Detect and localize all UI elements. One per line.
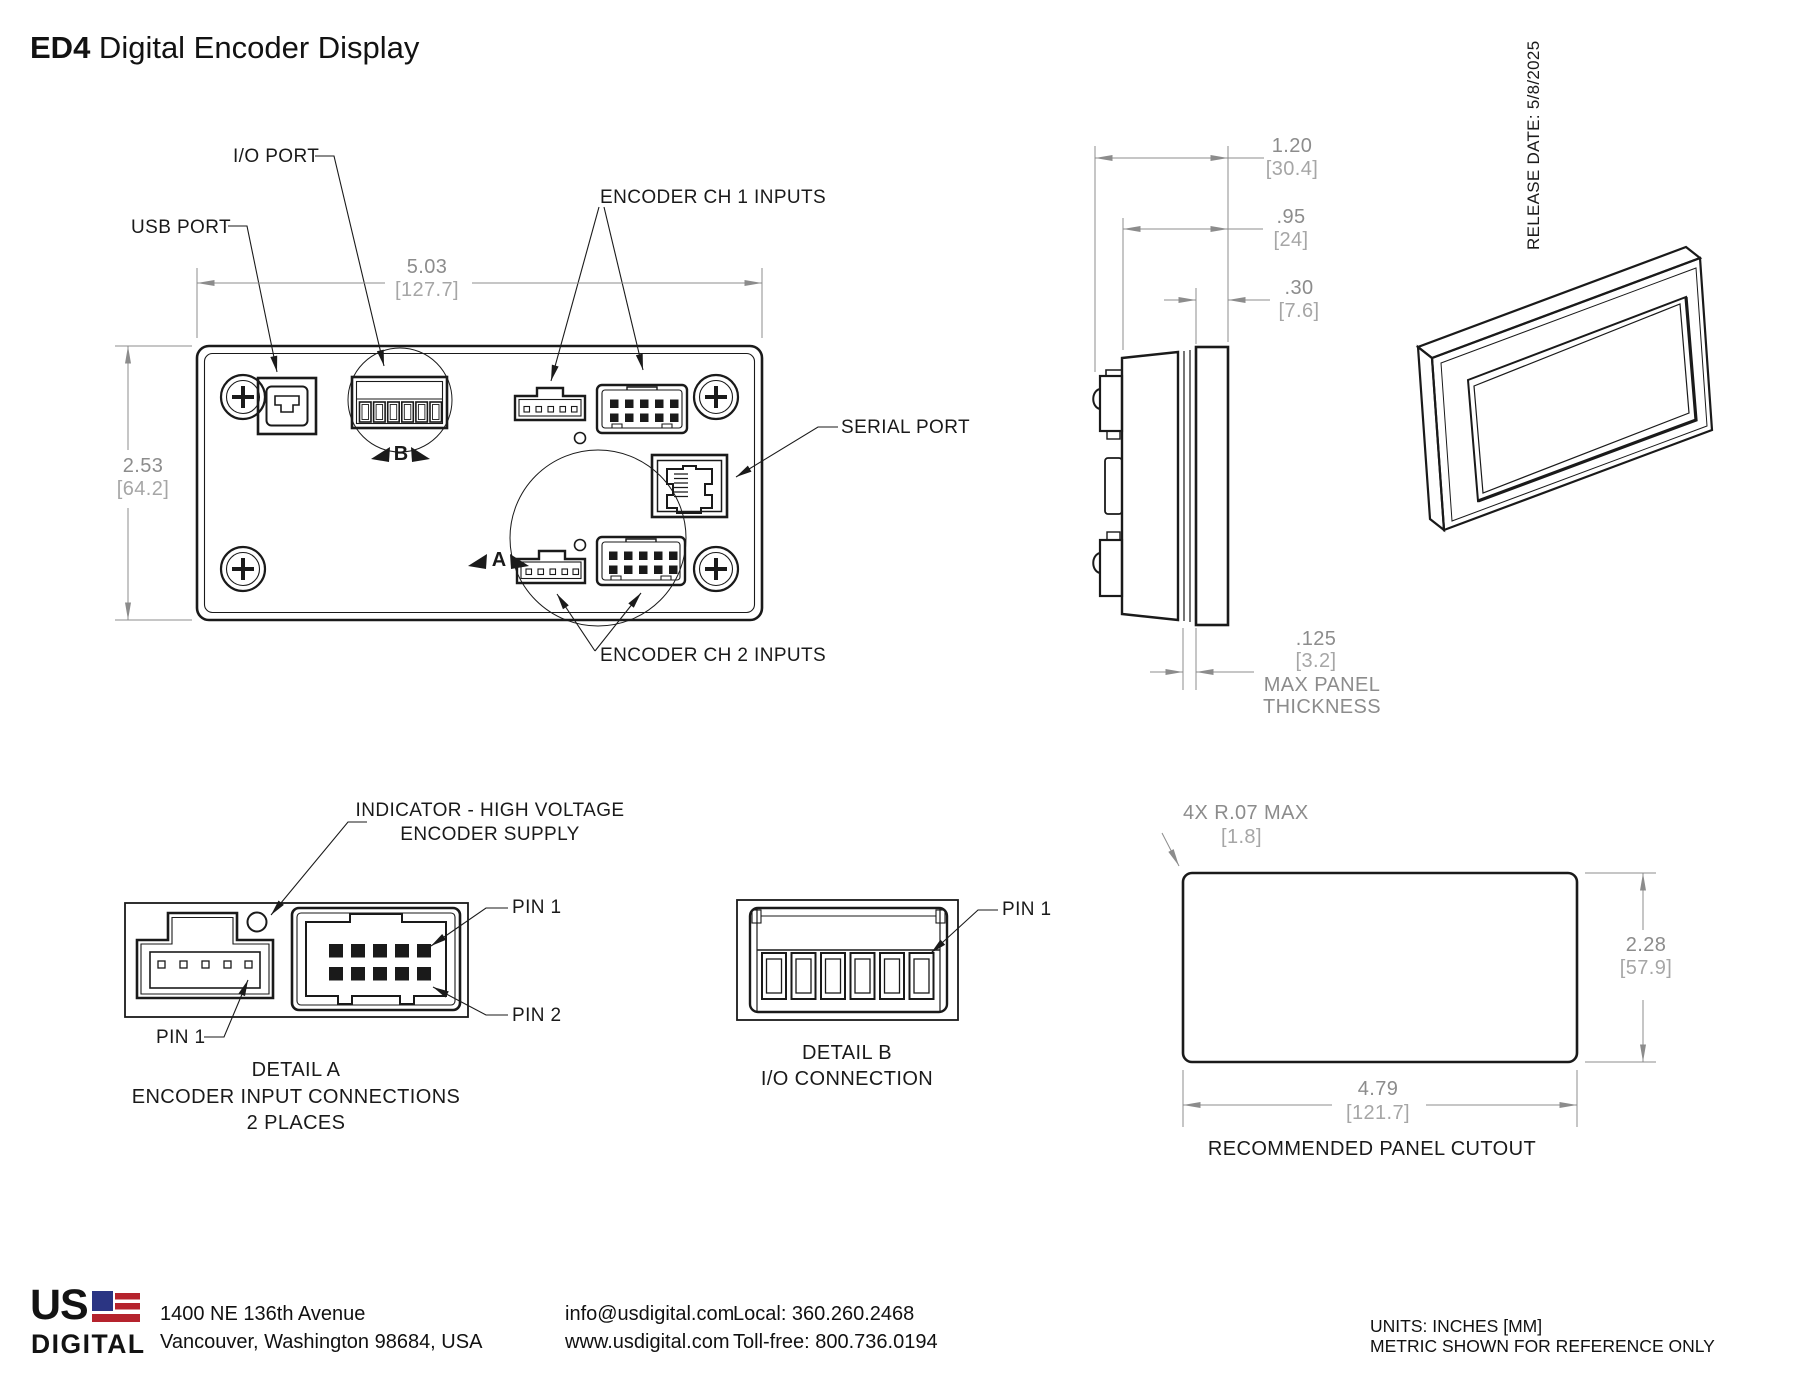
detail-b-marker: B xyxy=(393,443,409,465)
cutout-radius-label: 4X R.07 MAX xyxy=(1183,802,1309,824)
detail-b-caption-1: DETAIL B xyxy=(802,1042,892,1064)
front-width-inches: 5.03 xyxy=(406,256,448,278)
detail-a-drawing xyxy=(124,902,469,1018)
encoder-ch1-5pin-drawing xyxy=(513,386,587,422)
panel-thickness-mm: [3.2] xyxy=(1295,650,1337,672)
hv-indicator-drawing xyxy=(246,911,268,933)
footer-email: info@usdigital.com xyxy=(565,1303,735,1325)
panel-thickness-note-2: THICKNESS xyxy=(1262,696,1382,718)
detail-b-drawing xyxy=(736,899,959,1021)
footer-units-2: METRIC SHOWN FOR REFERENCE ONLY xyxy=(1370,1336,1715,1356)
side-bezel-inches: .30 xyxy=(1284,277,1314,299)
pin2-header-label: PIN 2 xyxy=(512,1005,562,1026)
encoder-ch2-5pin-drawing xyxy=(515,549,587,585)
footer-phone-tollfree: Toll-free: 800.736.0194 xyxy=(733,1331,938,1353)
logo-us-text: US xyxy=(30,1281,89,1329)
cutout-width-mm: [121.7] xyxy=(1346,1102,1410,1124)
detail-b-pin1-label: PIN 1 xyxy=(1002,899,1052,920)
isometric-view-drawing xyxy=(1415,245,1714,533)
front-width-mm: [127.7] xyxy=(395,279,459,301)
detail-a-caption-3: 2 PLACES xyxy=(246,1112,346,1134)
front-height-inches: 2.53 xyxy=(122,455,164,477)
screw-icon xyxy=(219,545,267,593)
encoder-ch2-label: ENCODER CH 2 INPUTS xyxy=(600,645,827,666)
detail-a-caption-2: ENCODER INPUT CONNECTIONS xyxy=(131,1086,461,1108)
front-view-dimensions xyxy=(115,268,763,621)
cutout-caption: RECOMMENDED PANEL CUTOUT xyxy=(1207,1138,1537,1160)
cutout-radius-mm: [1.8] xyxy=(1221,826,1262,848)
usb-port-drawing xyxy=(256,376,318,436)
io-port-label: I/O PORT xyxy=(233,146,320,167)
panel-cutout-drawing xyxy=(1181,871,1579,1064)
front-view-drawing xyxy=(195,344,764,627)
serial-port-label: SERIAL PORT xyxy=(841,417,970,438)
detail-b-circle xyxy=(347,347,453,453)
serial-port-drawing xyxy=(650,453,729,519)
footer-address-1: 1400 NE 136th Avenue xyxy=(160,1303,366,1325)
footer-address-2: Vancouver, Washington 98684, USA xyxy=(160,1331,483,1353)
side-body-inches: .95 xyxy=(1276,206,1306,228)
indicator-label-line1: INDICATOR - HIGH VOLTAGE xyxy=(355,800,625,821)
section-arrow-icon xyxy=(510,554,529,569)
section-arrow-icon xyxy=(468,554,487,569)
indicator-led-ch2 xyxy=(573,538,587,552)
cutout-width-inches: 4.79 xyxy=(1357,1078,1399,1100)
footer-website: www.usdigital.com xyxy=(565,1331,730,1353)
encoder-ch1-label: ENCODER CH 1 INPUTS xyxy=(600,187,827,208)
encoder-ch1-10pin-drawing xyxy=(595,383,689,435)
detail-a-marker: A xyxy=(491,549,507,571)
panel-thickness-note-1: MAX PANEL xyxy=(1263,674,1381,696)
panel-thickness-inches: .125 xyxy=(1295,628,1337,650)
indicator-led-ch1 xyxy=(573,431,587,445)
cutout-height-mm: [57.9] xyxy=(1619,957,1673,979)
io-port-drawing xyxy=(350,375,449,430)
screw-icon xyxy=(219,373,267,421)
detail-b-caption-2: I/O CONNECTION xyxy=(760,1068,934,1090)
panel-cutout-dimensions xyxy=(1161,832,1656,1127)
detail-b-leader-line xyxy=(930,909,998,954)
product-model: ED4 xyxy=(30,30,91,65)
pin1-header-label: PIN 1 xyxy=(512,897,562,918)
screw-icon xyxy=(692,373,740,421)
section-arrow-icon xyxy=(411,447,430,462)
footer-units-1: UNITS: INCHES [MM] xyxy=(1370,1316,1543,1336)
side-depth-inches: 1.20 xyxy=(1271,135,1313,157)
logo-digital-text: DIGITAL xyxy=(31,1329,146,1359)
detail-a-caption-1: DETAIL A xyxy=(251,1059,341,1081)
side-view-dimensions xyxy=(1094,146,1270,690)
release-date: RELEASE DATE: 5/8/2025 xyxy=(1524,40,1543,250)
footer-phone-local: Local: 360.260.2468 xyxy=(733,1303,915,1325)
side-bezel-mm: [7.6] xyxy=(1278,300,1320,322)
cutout-height-inches: 2.28 xyxy=(1625,934,1667,956)
front-height-mm: [64.2] xyxy=(116,478,170,500)
front-view-leader-lines xyxy=(228,155,838,652)
product-name: Digital Encoder Display xyxy=(90,30,420,65)
page-title: ED4 Digital Encoder Display xyxy=(30,30,419,66)
us-flag-icon xyxy=(92,1291,140,1322)
detail-a-circle xyxy=(509,449,687,627)
screw-icon xyxy=(692,545,740,593)
pin1-connector-label: PIN 1 xyxy=(156,1027,206,1048)
side-body-mm: [24] xyxy=(1273,229,1309,251)
detail-a-leader-lines xyxy=(204,821,508,1038)
indicator-label-line2: ENCODER SUPPLY xyxy=(400,824,580,845)
side-depth-mm: [30.4] xyxy=(1265,158,1319,180)
section-arrow-icon xyxy=(371,447,390,462)
usb-port-label: USB PORT xyxy=(131,217,231,238)
encoder-ch2-10pin-drawing xyxy=(595,535,687,587)
side-view-drawing xyxy=(1092,345,1230,627)
